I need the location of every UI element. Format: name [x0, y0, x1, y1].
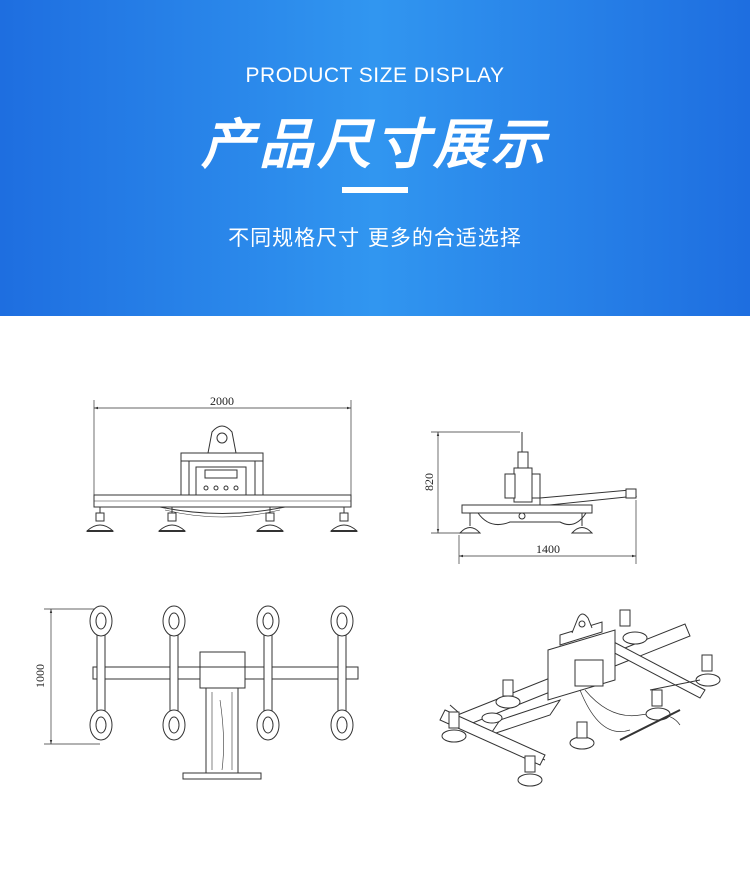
header-banner: PRODUCT SIZE DISPLAY 产品尺寸展示 不同规格尺寸 更多的合适… [0, 0, 750, 316]
top-view: 1000 [33, 605, 359, 780]
front-view: 2000 [85, 394, 359, 532]
isometric-view [439, 609, 721, 787]
top-height-label: 1000 [33, 664, 47, 688]
header-title: 产品尺寸展示 [201, 113, 549, 176]
header-description: 不同规格尺寸 更多的合适选择 [228, 226, 522, 250]
side-height-label: 820 [422, 473, 436, 491]
header-subtitle: PRODUCT SIZE DISPLAY [245, 64, 505, 87]
front-width-label: 2000 [210, 394, 234, 408]
header-divider [342, 187, 408, 193]
side-view: 820 1400 [422, 431, 638, 564]
technical-drawings: 2000 820 [33, 394, 721, 787]
side-depth-label: 1400 [536, 542, 560, 556]
